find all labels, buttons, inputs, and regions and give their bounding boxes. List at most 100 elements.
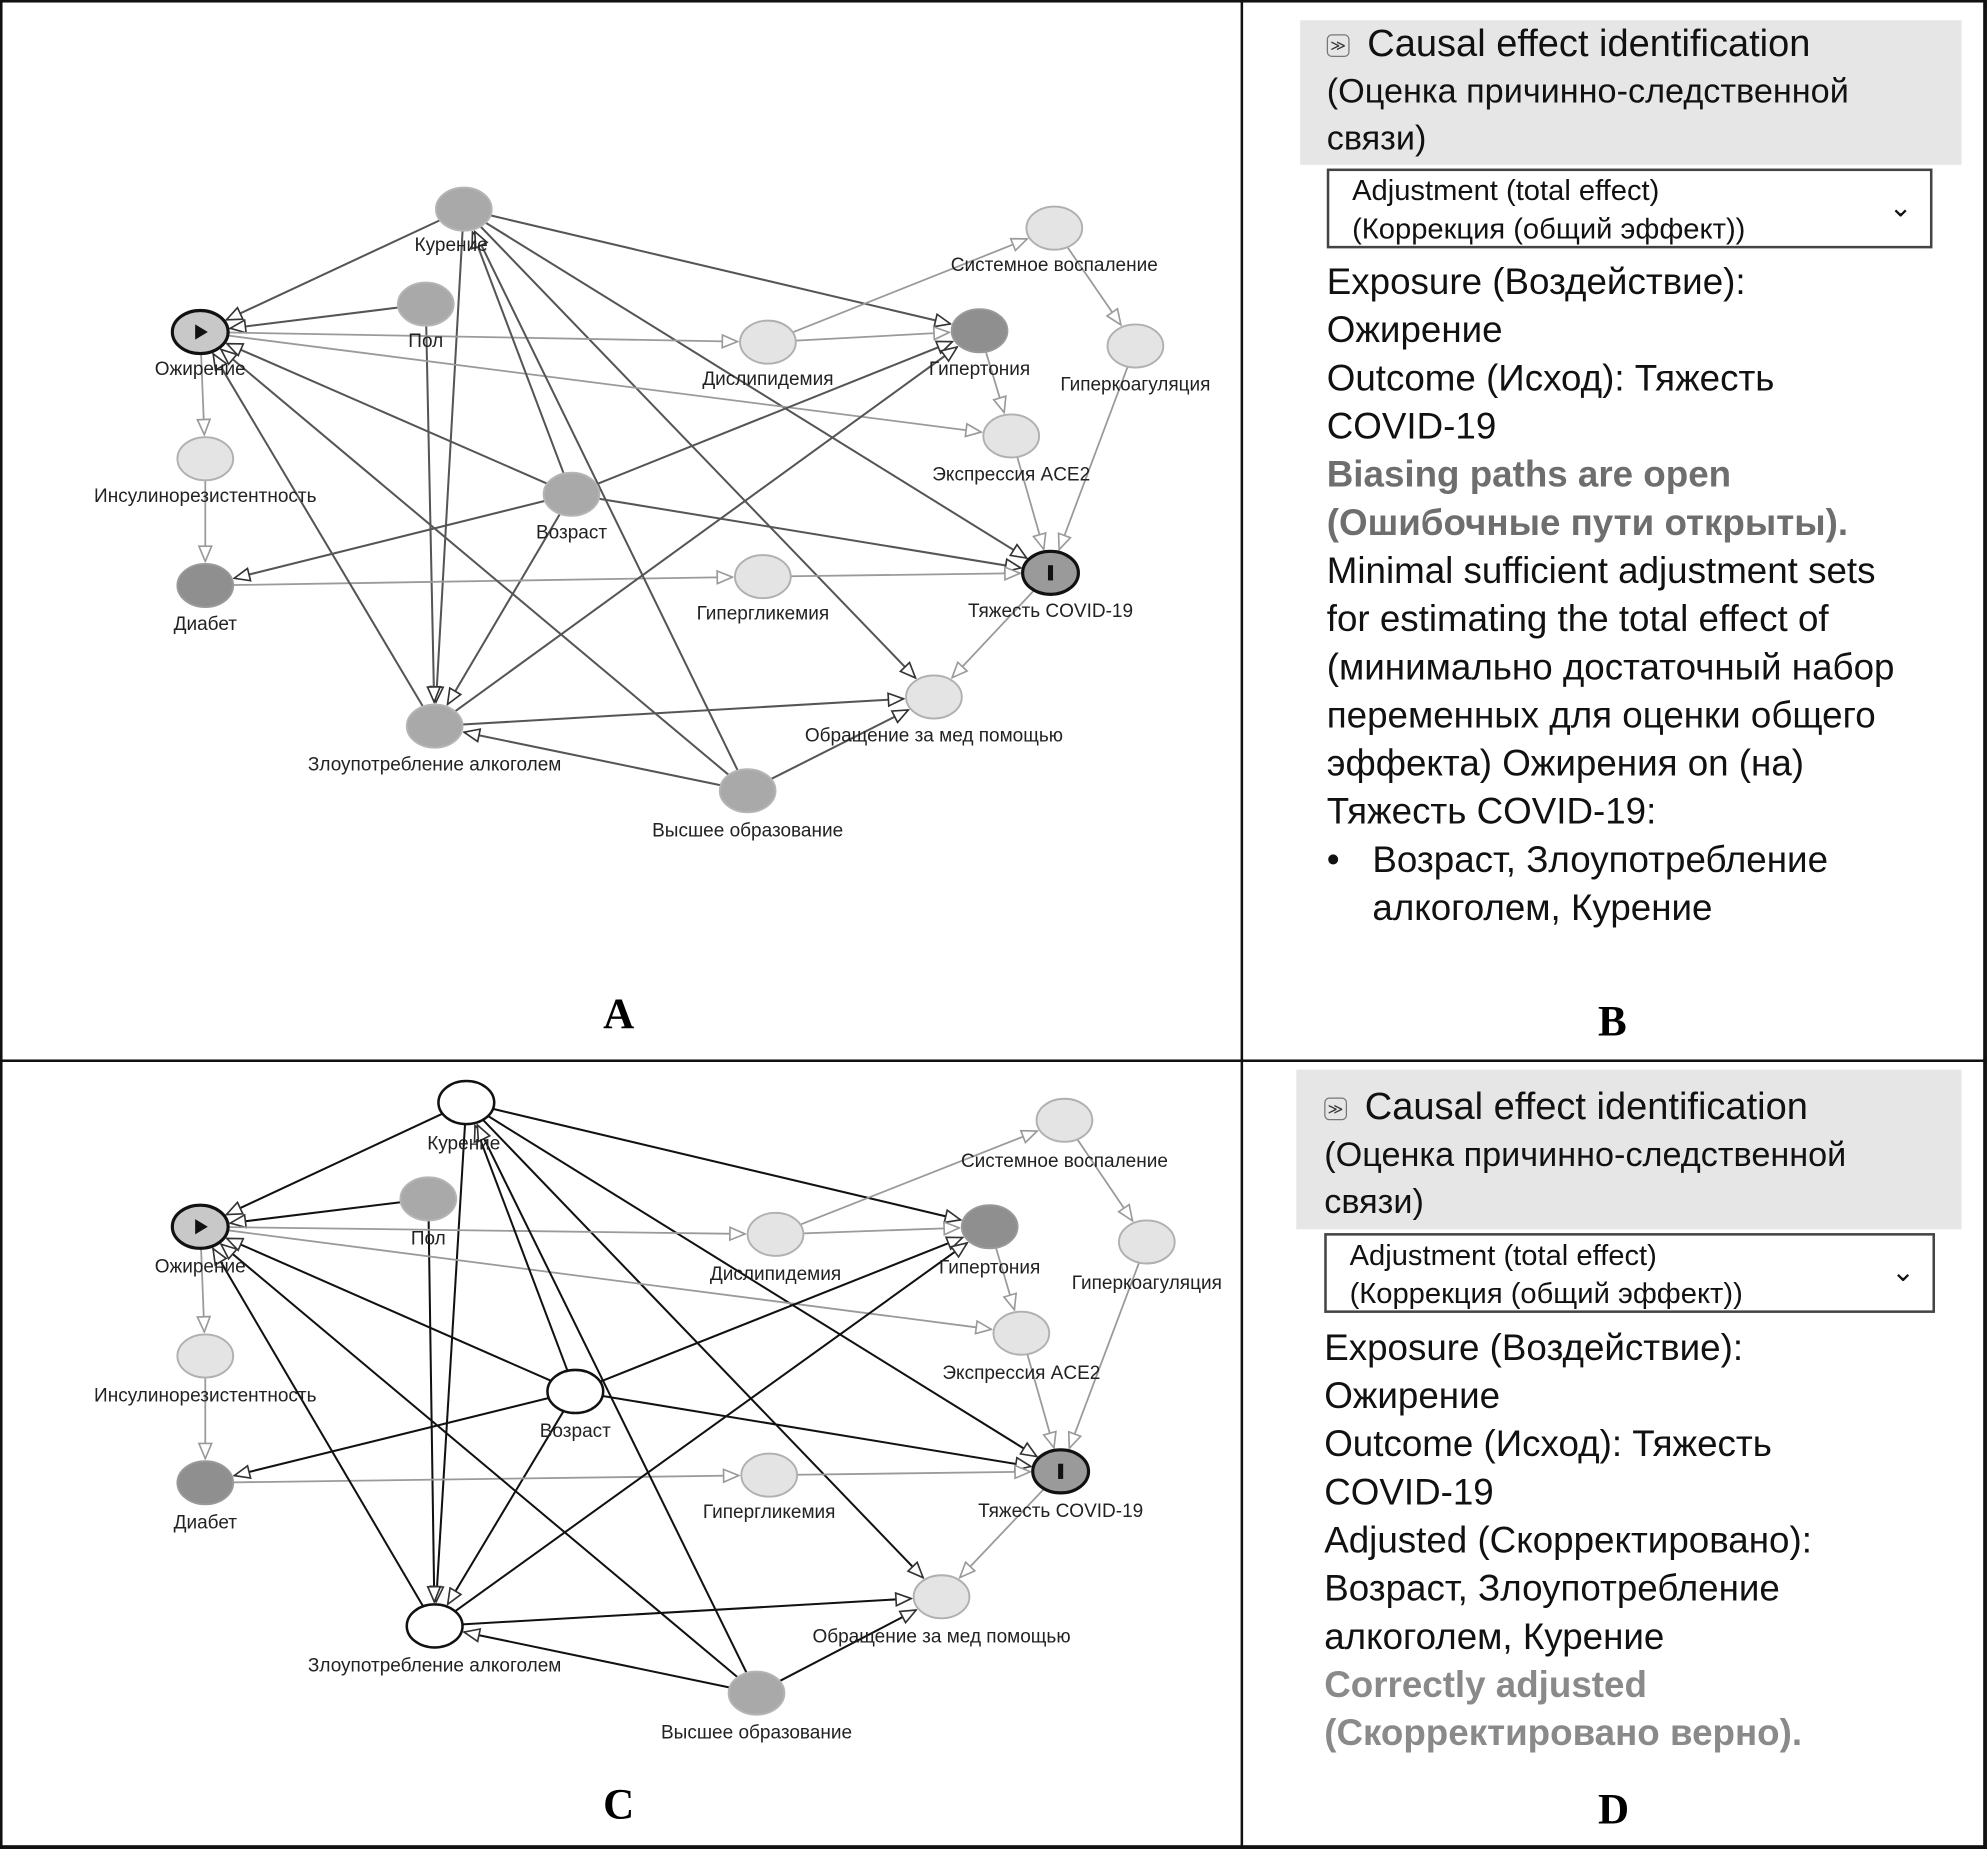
edge-hypert-to-ace2[interactable] [995, 1247, 1014, 1310]
effect-type-select[interactable]: Adjustment (total effect) (Коррекция (об… [1324, 1233, 1936, 1313]
edge-education-to-alcohol[interactable] [464, 732, 721, 787]
node-hyperglyc[interactable]: Гипергликемия [703, 1452, 836, 1524]
node-ace2[interactable]: Экспрессия ACE2 [932, 413, 1090, 485]
node-dyslip[interactable]: Дислипидемия [702, 319, 834, 391]
node-insulin[interactable]: Инсулинорезистентность [94, 1333, 317, 1407]
edge-ace2-to-severity[interactable] [1016, 456, 1044, 549]
edge-obesity-to-dyslip[interactable] [228, 331, 737, 342]
edge-education-to-obesity[interactable] [221, 349, 730, 776]
edge-smoking-to-obesity[interactable] [226, 219, 441, 321]
node-alcohol[interactable]: Злоупотребление алкоголем [308, 1603, 561, 1677]
edge-sex-to-obesity[interactable] [230, 306, 399, 329]
node-obesity[interactable]: Ожирение [155, 1203, 246, 1277]
edge-age-to-hypert[interactable] [599, 1238, 962, 1383]
causal-effect-header[interactable] [1296, 1069, 1962, 1230]
node-education[interactable]: Высшее образование [661, 1670, 852, 1744]
edge-alcohol-to-obesity[interactable] [213, 1249, 425, 1607]
node-inflam[interactable]: Системное воспаление [961, 1097, 1168, 1172]
edge-age-to-hypert[interactable] [595, 342, 952, 486]
edge-ace2-to-severity[interactable] [1026, 1353, 1054, 1448]
edge-age-to-alcohol[interactable] [448, 513, 561, 705]
collapse-chevrons-icon[interactable]: ≫ [1326, 34, 1350, 58]
edge-hyperglyc-to-severity[interactable] [790, 573, 1020, 576]
edge-inflam-to-hypercoag[interactable] [1076, 1138, 1132, 1220]
node-hypert[interactable]: Гипертония [939, 1204, 1040, 1279]
node-alcohol[interactable]: Злоупотребление алкоголем [308, 703, 561, 776]
edge-inflam-to-hypercoag[interactable] [1066, 246, 1120, 325]
edge-alcohol-to-obesity[interactable] [213, 354, 424, 708]
edge-age-to-alcohol[interactable] [448, 1410, 565, 1604]
effect-type-select[interactable]: Adjustment (total effect) (Коррекция (об… [1326, 168, 1933, 249]
node-hypert[interactable]: Гипертония [929, 308, 1030, 380]
node-education[interactable]: Высшее образование [652, 768, 843, 841]
node-ace2[interactable]: Экспрессия ACE2 [942, 1310, 1100, 1384]
edge-dyslip-to-inflam[interactable] [800, 1131, 1037, 1226]
edge-diabetes-to-hyperglyc[interactable] [233, 577, 732, 586]
edge-age-to-severity[interactable] [602, 1394, 1031, 1466]
node-care[interactable]: Обращение за мед помощью [812, 1574, 1071, 1647]
node-hyperglyc[interactable]: Гипергликемия [697, 554, 830, 625]
edge-age-to-obesity[interactable] [227, 1237, 552, 1382]
edge-obesity-to-ace2[interactable] [227, 1229, 992, 1329]
edge-age-to-smoking[interactable] [473, 232, 565, 474]
node-dyslip[interactable]: Дислипидемия [710, 1211, 841, 1285]
edge-hypert-to-ace2[interactable] [985, 351, 1004, 413]
edge-obesity-to-insulin[interactable] [201, 353, 204, 435]
node-inflam[interactable]: Системное воспаление [951, 205, 1158, 277]
edge-age-to-smoking[interactable] [475, 1126, 569, 1372]
edge-hyperglyc-to-severity[interactable] [797, 1472, 1030, 1475]
edge-alcohol-to-care[interactable] [462, 699, 903, 726]
node-hypercoag[interactable]: Гиперкоагуляция [1060, 323, 1210, 395]
node-care[interactable]: Обращение за мед помощью [805, 674, 1063, 746]
node-age[interactable]: Возраст [536, 471, 607, 544]
node-obesity[interactable]: Ожирение [155, 308, 246, 380]
node-diabetes[interactable]: Диабет [174, 562, 238, 635]
node-hypercoag[interactable]: Гиперкоагуляция [1072, 1219, 1222, 1294]
edge-education-to-care[interactable] [779, 1610, 917, 1682]
edge-sex-to-obesity[interactable] [230, 1201, 401, 1223]
node-diabetes[interactable]: Диабет [174, 1460, 238, 1533]
node-insulin[interactable]: Инсулинорезистентность [94, 436, 317, 507]
node-sex[interactable]: Пол [399, 1176, 458, 1249]
edge-smoking-to-alcohol[interactable] [436, 1124, 467, 1602]
edge-smoking-to-hypert[interactable] [490, 214, 950, 323]
edge-smoking-to-care[interactable] [482, 1119, 923, 1578]
node-severity[interactable]: Тяжесть COVID-19 [968, 549, 1133, 622]
collapse-chevrons-icon[interactable]: ≫ [1324, 1097, 1348, 1121]
edge-education-to-care[interactable] [770, 710, 908, 780]
node-age[interactable]: Возраст [540, 1368, 611, 1442]
edge-education-to-alcohol[interactable] [464, 1632, 730, 1689]
edge-age-to-diabetes[interactable] [234, 1397, 549, 1476]
edge-alcohol-to-hypert[interactable] [454, 1243, 967, 1613]
edge-dyslip-to-inflam[interactable] [792, 239, 1027, 334]
causal-effect-header[interactable] [1300, 20, 1962, 165]
edge-smoking-to-alcohol[interactable] [436, 230, 464, 702]
edge-smoking-to-hypert[interactable] [492, 1107, 961, 1220]
edge-age-to-diabetes[interactable] [234, 499, 546, 578]
edge-education-to-smoking[interactable] [475, 232, 739, 772]
edge-age-to-obesity[interactable] [227, 342, 548, 485]
edge-smoking-to-severity[interactable] [487, 1115, 1037, 1456]
node-severity[interactable]: Тяжесть COVID-19 [978, 1448, 1143, 1522]
edge-hypercoag-to-severity[interactable] [1069, 1262, 1140, 1449]
edge-obesity-to-ace2[interactable] [227, 334, 981, 433]
edge-obesity-to-insulin[interactable] [201, 1248, 204, 1332]
edge-dyslip-to-hypert[interactable] [795, 332, 949, 342]
edge-severity-to-care[interactable] [960, 1488, 1045, 1578]
edge-dyslip-to-hypert[interactable] [803, 1228, 959, 1234]
edge-alcohol-to-care[interactable] [462, 1599, 911, 1626]
edge-smoking-to-care[interactable] [479, 225, 915, 678]
edge-sex-to-alcohol[interactable] [429, 1220, 435, 1601]
edge-education-to-obesity[interactable] [221, 1244, 739, 1679]
edge-smoking-to-obesity[interactable] [226, 1112, 443, 1216]
edge-age-to-severity[interactable] [598, 497, 1021, 568]
edge-severity-to-care[interactable] [952, 589, 1035, 677]
edge-sex-to-alcohol[interactable] [425, 325, 434, 702]
node-smoking[interactable]: Курение [415, 186, 493, 256]
edge-alcohol-to-hypert[interactable] [454, 347, 957, 713]
edge-obesity-to-dyslip[interactable] [228, 1227, 745, 1234]
edge-smoking-to-severity[interactable] [485, 221, 1027, 558]
edge-hypercoag-to-severity[interactable] [1059, 366, 1129, 550]
